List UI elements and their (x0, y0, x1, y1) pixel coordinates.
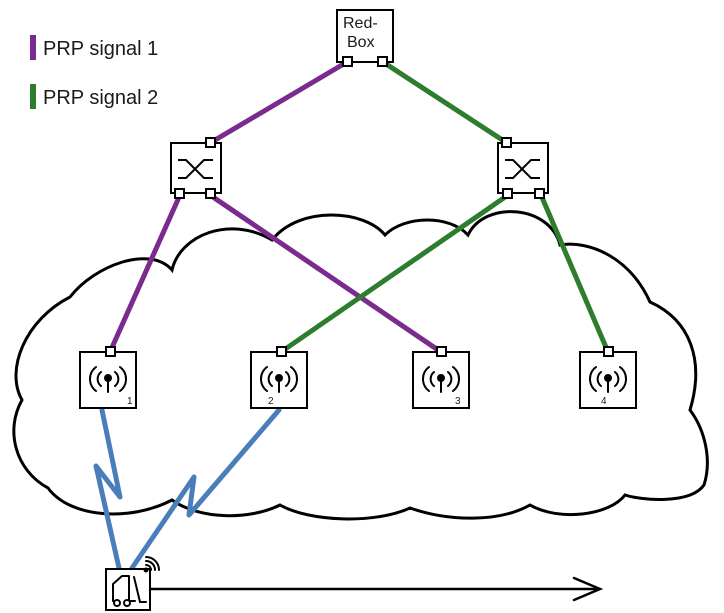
legend: PRP signal 1 PRP signal 2 (30, 35, 158, 109)
wireless-links (93, 407, 282, 571)
switch-left-port-bottom-left (174, 188, 185, 199)
movement-arrow (148, 576, 604, 602)
prp-signal-1-links (107, 59, 444, 355)
vehicle-signal-icon (143, 556, 160, 573)
prp-signal-2-links (278, 59, 611, 355)
access-point-2-number: 2 (268, 396, 274, 407)
switch-crossover-icon (505, 159, 540, 179)
access-point-3-port (436, 346, 447, 357)
access-point-4-number: 4 (601, 396, 607, 407)
link-switch-right-ap2 (278, 192, 511, 355)
wireless-antenna-icon (589, 366, 627, 393)
link-redbox-switch-left (207, 59, 350, 146)
access-point-3-number: 3 (455, 396, 461, 407)
switch-right (497, 137, 549, 199)
switch-crossover-icon (178, 159, 213, 179)
redbox-port-left (342, 56, 353, 67)
wireless-antenna-icon (260, 366, 298, 393)
switch-left-port-top (205, 137, 216, 148)
link-redbox-switch-right (380, 59, 510, 146)
access-point-1: 1 (79, 346, 137, 409)
vehicle-client-icon (105, 556, 160, 611)
access-point-2: 2 (250, 346, 308, 409)
redbox-label-line2: Box (347, 34, 375, 51)
redbox-label-line1: Red- (343, 15, 378, 32)
access-point-4-port (603, 346, 614, 357)
wireless-antenna-icon (422, 366, 460, 393)
access-point-3: 3 (412, 346, 470, 409)
switch-left-port-bottom-right (205, 188, 216, 199)
legend-label-signal-1: PRP signal 1 (43, 38, 158, 60)
wireless-link-ap2 (129, 407, 282, 571)
redbox-port-right (377, 56, 388, 67)
legend-label-signal-2: PRP signal 2 (43, 87, 158, 109)
access-point-1-port (105, 346, 116, 357)
switch-right-port-bottom-left (502, 188, 513, 199)
legend-swatch-signal-1 (30, 35, 36, 60)
legend-swatch-signal-2 (30, 84, 36, 109)
access-point-4: 4 (579, 346, 637, 409)
network-cloud (12, 210, 709, 521)
link-switch-left-ap1 (107, 192, 183, 355)
access-point-1-number: 1 (127, 396, 133, 407)
wireless-link-ap1 (93, 407, 123, 571)
switch-right-port-top (501, 137, 512, 148)
access-point-2-port (276, 346, 287, 357)
switch-left (170, 137, 222, 199)
link-switch-left-ap3 (207, 192, 444, 355)
redbox-node: Red- Box (336, 9, 394, 67)
wireless-antenna-icon (89, 366, 127, 393)
link-switch-right-ap4 (538, 192, 611, 355)
switch-right-port-bottom-right (534, 188, 545, 199)
